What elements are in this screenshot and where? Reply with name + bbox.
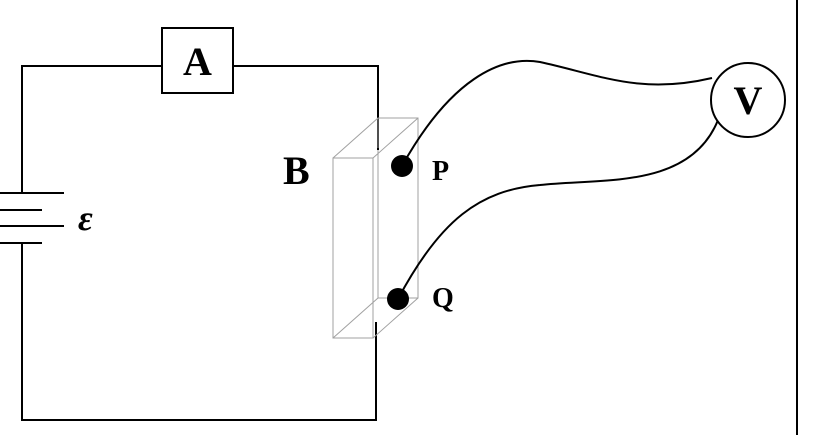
block-label: B <box>283 148 310 193</box>
point-q-label: Q <box>432 283 454 314</box>
point-p-label: P <box>432 156 449 187</box>
voltmeter-lead-q <box>397 119 719 300</box>
ammeter-label: A <box>183 39 212 84</box>
voltmeter-label: V <box>734 78 763 123</box>
battery-symbol <box>0 192 64 244</box>
circuit-wire-top-left <box>21 65 162 193</box>
ammeter-box <box>161 27 234 94</box>
voltmeter-circle <box>710 62 786 138</box>
voltmeter: V <box>710 62 786 138</box>
circuit-wire-top-right <box>233 65 379 148</box>
emf-label: ε <box>78 198 93 238</box>
voltmeter-lead-p <box>401 60 713 167</box>
ammeter: A <box>161 27 234 94</box>
circuit-wire-bottom <box>21 243 377 421</box>
